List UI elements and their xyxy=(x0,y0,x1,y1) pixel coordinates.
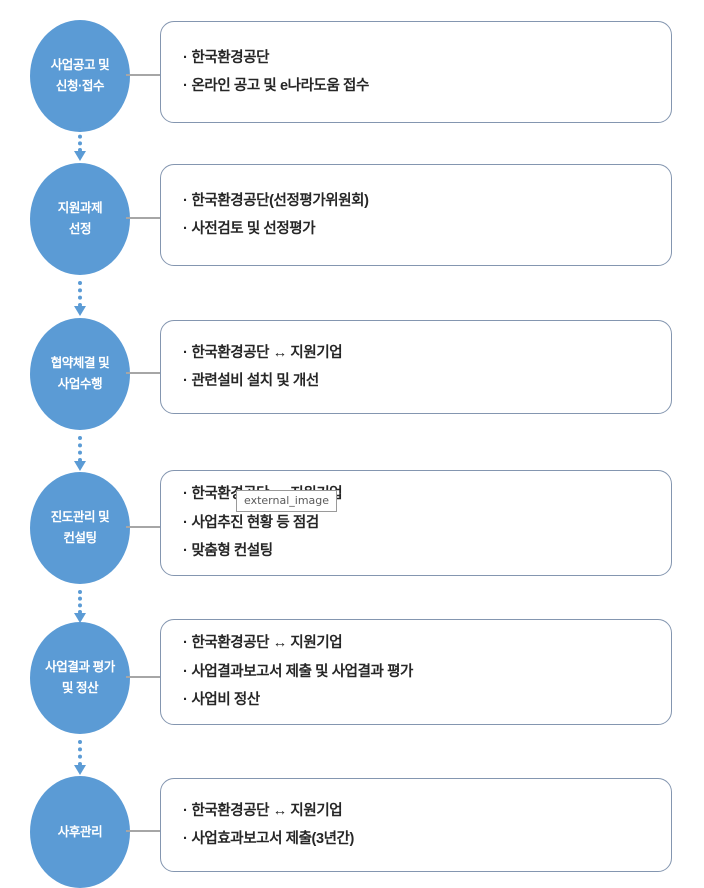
stage-5-item-2: ·사업결과보고서 제출 및 사업결과 평가 xyxy=(183,658,671,687)
stage-4-item-2-text: 사업추진 현황 등 점검 xyxy=(191,514,319,531)
stage-4-item-3-text: 맞춤형 컨설팅 xyxy=(191,543,273,560)
bullet-icon: · xyxy=(183,221,188,237)
stage-5-label-line-1: 사업결과 평가 xyxy=(45,660,115,675)
bullet-icon: · xyxy=(183,692,188,709)
arrow-head-icon xyxy=(74,765,86,775)
arrow-shaft xyxy=(78,740,82,766)
stage-4-label-line-2: 컨설팅 xyxy=(63,531,97,545)
bullet-icon: · xyxy=(183,802,188,819)
stage-6-connector xyxy=(126,830,166,832)
arrow-shaft xyxy=(78,281,82,307)
stage-3-item-2: ·관련설비 설치 및 개선 xyxy=(183,367,671,396)
stage-5-label-line-2: 및 정산 xyxy=(61,681,99,695)
stage-5-item-3: ·사업비 정산 xyxy=(183,686,671,715)
arrow-shaft xyxy=(78,436,82,462)
stage-6-label-line-1: 사후관리 xyxy=(57,824,103,839)
bullet-icon: · xyxy=(183,635,188,652)
stage-5-connector xyxy=(126,676,166,678)
arrow-head-icon xyxy=(74,306,86,316)
bullet-icon: · xyxy=(183,486,188,503)
stage-3-label-line-2: 사업수행 xyxy=(57,377,103,391)
stage-3-item-1-text: 한국환경공단 ↔ 지원기업 xyxy=(191,344,343,361)
stage-5-box[interactable]: ·한국환경공단 ↔ 지원기업 ·사업결과보고서 제출 및 사업결과 평가 ·사업… xyxy=(160,619,672,725)
stage-1-label-line-2: 신청·접수 xyxy=(55,79,105,93)
bullet-icon: · xyxy=(183,663,188,680)
stage-4-item-2: ·사업추진 현황 등 점검 xyxy=(183,509,671,538)
arrow-stage-1-to-2 xyxy=(74,128,86,161)
stage-6-item-2: ·사업효과보고서 제출(3년간) xyxy=(183,825,671,854)
stage-4-ellipse[interactable]: 진도관리 및 컨설팅 xyxy=(30,472,130,584)
stage-1-label-line-1: 사업공고 및 xyxy=(50,58,110,73)
stage-6-item-1-text: 한국환경공단 ↔ 지원기업 xyxy=(191,802,343,819)
stage-2-label-line-1: 지원과제 xyxy=(57,201,103,216)
stage-4-box[interactable]: ·한국환경공단 ↔ 지원기업 ·사업추진 현황 등 점검 ·맞춤형 컨설팅 xyxy=(160,470,672,576)
arrow-shaft xyxy=(78,590,82,614)
bullet-icon: · xyxy=(183,192,188,209)
stage-3-ellipse[interactable]: 협약체결 및 사업수행 xyxy=(30,318,130,430)
bullet-icon: · xyxy=(183,78,188,94)
stage-2-item-2: ·사전검토 및 선정평가 xyxy=(183,215,671,244)
external-image-tooltip: external_image xyxy=(236,490,338,513)
stage-4-item-3: ·맞춤형 컨설팅 xyxy=(183,537,671,566)
stage-1-ellipse[interactable]: 사업공고 및 신청·접수 xyxy=(30,20,130,132)
stage-2-connector xyxy=(126,217,166,219)
stage-3-label-line-1: 협약체결 및 xyxy=(50,356,110,371)
arrow-stage-2-to-3 xyxy=(74,281,86,316)
stage-1-item-1-text: 한국환경공단 xyxy=(191,49,270,66)
stage-1-connector xyxy=(126,74,166,76)
arrow-stage-4-to-5 xyxy=(74,590,86,623)
stage-2-item-2-text: 사전검토 및 선정평가 xyxy=(191,221,316,237)
stage-5-item-3-text: 사업비 정산 xyxy=(191,692,260,709)
stage-5-item-2-text: 사업결과보고서 제출 및 사업결과 평가 xyxy=(191,663,413,680)
stage-6-item-2-text: 사업효과보고서 제출(3년간) xyxy=(191,831,354,847)
arrow-shaft xyxy=(78,128,82,152)
bullet-icon: · xyxy=(183,514,188,531)
bullet-icon: · xyxy=(183,344,188,361)
arrow-head-icon xyxy=(74,151,86,161)
stage-6-ellipse[interactable]: 사후관리 xyxy=(30,776,130,888)
bullet-icon: · xyxy=(183,831,188,847)
stage-2-item-1-text: 한국환경공단(선정평가위원회) xyxy=(191,192,369,209)
stage-1-item-2: ·온라인 공고 및 e나라도움 접수 xyxy=(183,72,671,101)
arrow-head-icon xyxy=(74,461,86,471)
stage-1-box[interactable]: ·한국환경공단 ·온라인 공고 및 e나라도움 접수 xyxy=(160,21,672,123)
stage-6-item-1: ·한국환경공단 ↔ 지원기업 xyxy=(183,797,671,826)
stage-3-box[interactable]: ·한국환경공단 ↔ 지원기업 ·관련설비 설치 및 개선 xyxy=(160,320,672,414)
stage-4-connector xyxy=(126,526,166,528)
stage-2-box[interactable]: ·한국환경공단(선정평가위원회) ·사전검토 및 선정평가 xyxy=(160,164,672,266)
stage-1-item-1: ·한국환경공단 xyxy=(183,44,671,73)
arrow-stage-3-to-4 xyxy=(74,436,86,471)
stage-2-item-1: ·한국환경공단(선정평가위원회) xyxy=(183,187,671,216)
stage-1-item-2-text: 온라인 공고 및 e나라도움 접수 xyxy=(191,78,369,94)
bullet-icon: · xyxy=(183,49,188,66)
arrow-stage-5-to-6 xyxy=(74,740,86,775)
stage-2-label-line-2: 선정 xyxy=(68,222,92,236)
stage-5-item-1: ·한국환경공단 ↔ 지원기업 xyxy=(183,629,671,658)
stage-3-item-1: ·한국환경공단 ↔ 지원기업 xyxy=(183,339,671,368)
bullet-icon: · xyxy=(183,543,188,560)
stage-3-connector xyxy=(126,372,166,374)
stage-2-ellipse[interactable]: 지원과제 선정 xyxy=(30,163,130,275)
stage-4-label-line-1: 진도관리 및 xyxy=(50,510,110,525)
stage-5-ellipse[interactable]: 사업결과 평가 및 정산 xyxy=(30,622,130,734)
bullet-icon: · xyxy=(183,373,188,389)
arrow-head-icon xyxy=(74,613,86,623)
stage-3-item-2-text: 관련설비 설치 및 개선 xyxy=(191,373,319,389)
stage-5-item-1-text: 한국환경공단 ↔ 지원기업 xyxy=(191,635,343,652)
stage-6-box[interactable]: ·한국환경공단 ↔ 지원기업 ·사업효과보고서 제출(3년간) xyxy=(160,778,672,872)
